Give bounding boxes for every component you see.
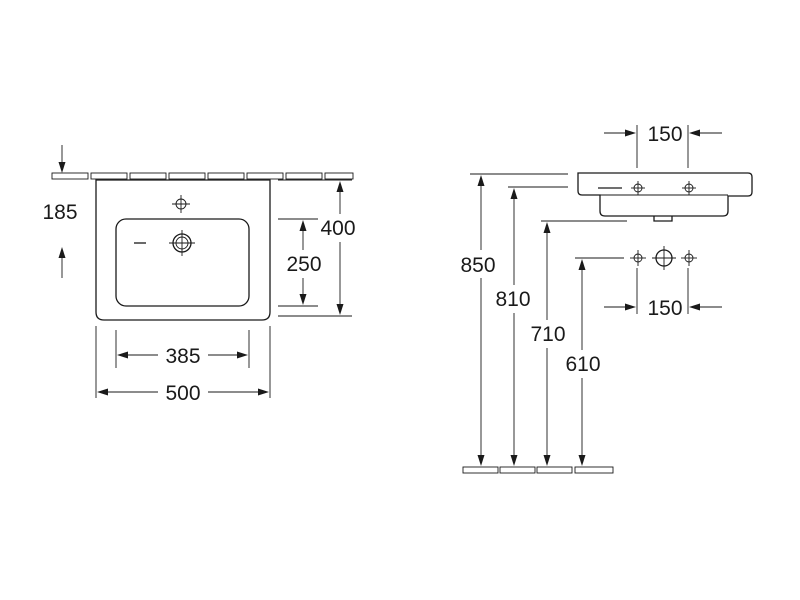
wall-tiles-front [51, 172, 354, 180]
side-view: 150 150 [460, 123, 753, 474]
dim-150-bottom-label: 150 [647, 297, 682, 320]
dimension-250: 250 [278, 218, 322, 307]
dim-710-label: 710 [530, 323, 565, 346]
tap-hole-icon [172, 195, 190, 213]
dim-385-label: 385 [165, 345, 200, 368]
dimension-150-bottom: 150 [604, 268, 722, 320]
floor-tiles [462, 466, 614, 474]
dimension-810: 810 [495, 186, 568, 466]
tap-hole-right-icon [682, 181, 696, 195]
sink-profile [577, 172, 753, 217]
dim-400-label: 400 [320, 217, 355, 240]
connection-right-icon [681, 250, 697, 266]
front-view: 185 400 250 [42, 145, 356, 405]
waste-connection-icon [652, 246, 676, 270]
dim-185-label: 185 [42, 201, 77, 224]
basin-bowl [115, 218, 250, 307]
dimension-610: 610 [565, 257, 624, 466]
drain-icon [134, 230, 195, 256]
dimension-500: 500 [95, 326, 271, 405]
dimension-710: 710 [530, 220, 627, 466]
dimension-185: 185 [42, 145, 78, 278]
connection-left-icon [630, 250, 646, 266]
dimension-385: 385 [115, 330, 250, 368]
basin-outline [95, 179, 271, 321]
dim-610-label: 610 [565, 353, 600, 376]
dimension-850: 850 [460, 173, 568, 466]
tap-hole-left-icon [631, 181, 645, 195]
dim-500-label: 500 [165, 382, 200, 405]
dim-850-label: 850 [460, 254, 495, 277]
dimension-150-top: 150 [604, 123, 722, 168]
dim-810-label: 810 [495, 288, 530, 311]
dim-250-label: 250 [286, 253, 321, 276]
dimension-400: 400 [278, 179, 356, 317]
dim-150-top-label: 150 [647, 123, 682, 146]
